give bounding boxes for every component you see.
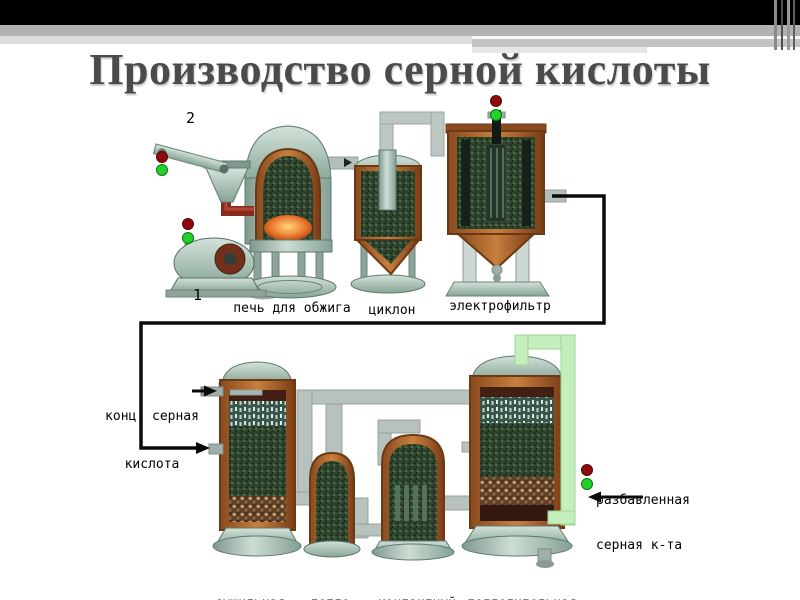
blower-number-label: 1 [193, 286, 203, 304]
header-black-band [0, 0, 800, 25]
header-accent-line-icon [781, 0, 783, 50]
roasting-furnace-illustration [243, 125, 337, 299]
header-accent-line-icon [793, 0, 795, 50]
cyclone-illustration [350, 149, 426, 294]
red-indicator-icon [182, 218, 194, 230]
flow-arrow-icon [344, 158, 352, 167]
absorption-tower-label: поглотительная башня [467, 556, 577, 600]
electrofilter-illustration [445, 110, 550, 297]
drying-tower-label: сушильная башня [215, 556, 285, 600]
concentrated-acid-label: конц. серная кислота [105, 409, 199, 472]
header-light-band-left [0, 36, 472, 44]
red-indicator-icon [490, 95, 502, 107]
red-indicator-icon [581, 464, 593, 476]
ore-feeder-illustration [152, 143, 254, 216]
process-flow-lines [139, 194, 643, 503]
green-indicator-icon [490, 109, 502, 121]
header-gray-band [0, 25, 800, 36]
arrow-left-icon [588, 491, 601, 503]
green-indicator-icon [156, 164, 168, 176]
green-indicator-icon [182, 232, 194, 244]
header-white-strip-right [472, 36, 800, 39]
red-indicator-icon [156, 151, 168, 163]
furnace-cyclone-pipe [327, 156, 359, 170]
feeder-number-label: 2 [186, 109, 196, 127]
heat-exchanger-label: тепло- обмен- ник [311, 556, 358, 600]
stream-indicators [156, 95, 593, 490]
absorption-tower-illustration [461, 355, 573, 568]
contact-apparatus-illustration [371, 433, 455, 561]
furnace-label: печь для обжига [233, 301, 351, 316]
cyclone-electrofilter-pipe [379, 111, 445, 157]
drying-tower-illustration [200, 361, 302, 557]
contact-apparatus-label: контактный аппарат [378, 556, 456, 600]
diluted-acid-label: разбавленная серная к-та [596, 493, 690, 553]
header-accent-line-icon [787, 0, 790, 50]
heat-exchanger-illustration [303, 451, 361, 558]
header-accent-line-icon [774, 0, 777, 50]
header-light-strip-right [472, 47, 647, 53]
cyclone-label: циклон [368, 303, 416, 318]
slide-title: Производство серной кислоты [89, 45, 711, 94]
header-gray-strip-right [472, 39, 800, 47]
blower-illustration [165, 237, 267, 298]
green-gas-pipe [514, 334, 576, 526]
arrow-right-icon [204, 385, 217, 397]
electrofilter-label: электрофильтр [449, 299, 551, 314]
green-indicator-icon [581, 478, 593, 490]
arrow-right-icon [196, 442, 210, 454]
